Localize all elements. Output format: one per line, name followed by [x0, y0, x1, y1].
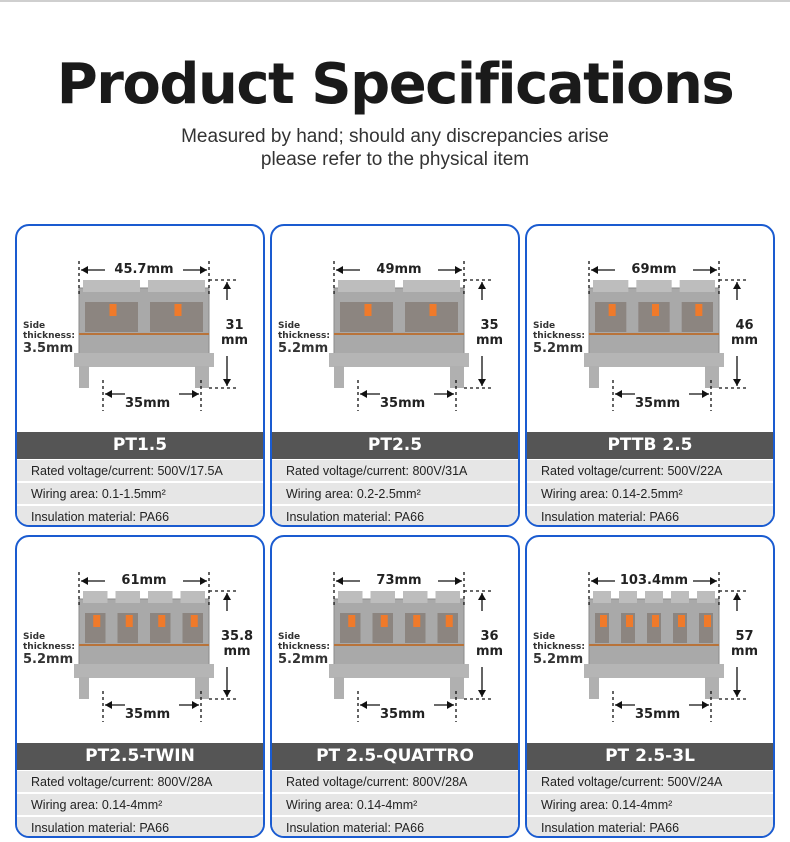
side-thickness-label: Side thickness:	[278, 321, 330, 341]
width-dimension: 49mm	[376, 262, 422, 277]
page-title: Product Specifications	[56, 52, 735, 117]
terminal-block-diagram	[74, 572, 239, 722]
side-thickness: Side thickness:5.2mm	[533, 632, 585, 667]
side-thickness-label: Side thickness:	[533, 321, 585, 341]
spec-wiring-area: Wiring area: 0.14-2.5mm²	[527, 482, 773, 504]
top-divider	[0, 0, 790, 2]
height-unit: mm	[476, 644, 504, 659]
spec-wiring-area: Wiring area: 0.14-4mm²	[17, 793, 263, 815]
base-dimension: 35mm	[125, 707, 171, 722]
side-thickness-value: 5.2mm	[23, 652, 74, 667]
side-thickness: Side thickness:5.2mm	[278, 321, 330, 356]
side-thickness-label: Side thickness:	[533, 632, 585, 652]
spec-voltage: Rated voltage/current: 500V/17.5A	[17, 459, 263, 481]
spec-wiring-area: Wiring area: 0.14-4mm²	[527, 793, 773, 815]
height-unit: mm	[221, 333, 249, 348]
side-thickness-value: 5.2mm	[278, 652, 329, 667]
height-value: 35	[480, 318, 499, 333]
side-thickness-value: 5.2mm	[278, 341, 329, 356]
terminal-block-diagram	[329, 572, 494, 722]
width-dimension: 73mm	[376, 573, 422, 588]
width-dimension: 61mm	[121, 573, 167, 588]
side-thickness: Side thickness:5.2mm	[23, 632, 75, 667]
base-dimension: 35mm	[380, 707, 426, 722]
product-name: PTTB 2.5	[527, 432, 773, 459]
width-dimension: 103.4mm	[619, 573, 689, 588]
subtitle-line-1: Measured by hand; should any discrepanci…	[181, 126, 609, 147]
spec-voltage: Rated voltage/current: 500V/24A	[527, 770, 773, 792]
spec-voltage: Rated voltage/current: 800V/28A	[17, 770, 263, 792]
width-dimension: 45.7mm	[114, 262, 174, 277]
spec-wiring-area: Wiring area: 0.14-4mm²	[272, 793, 518, 815]
base-dimension: 35mm	[635, 396, 681, 411]
product-name: PT1.5	[17, 432, 263, 459]
height-unit: mm	[731, 644, 759, 659]
base-dimension: 35mm	[380, 396, 426, 411]
side-thickness-label: Side thickness:	[23, 321, 75, 341]
side-thickness-value: 3.5mm	[23, 341, 74, 356]
spec-insulation: Insulation material: PA66	[272, 816, 518, 836]
height-value: 36	[480, 629, 499, 644]
side-thickness: Side thickness:5.2mm	[533, 321, 585, 356]
spec-insulation: Insulation material: PA66	[17, 505, 263, 525]
height-unit: mm	[476, 333, 504, 348]
height-unit: mm	[223, 644, 251, 659]
height-value: 46	[735, 318, 754, 333]
product-name: PT 2.5-QUATTRO	[272, 743, 518, 770]
height-value: 31	[225, 318, 244, 333]
spec-wiring-area: Wiring area: 0.2-2.5mm²	[272, 482, 518, 504]
side-thickness-label: Side thickness:	[278, 632, 330, 652]
spec-wiring-area: Wiring area: 0.1-1.5mm²	[17, 482, 263, 504]
height-value: 57	[735, 629, 754, 644]
height-value: 35.8	[221, 629, 254, 644]
spec-insulation: Insulation material: PA66	[17, 816, 263, 836]
side-thickness: Side thickness:3.5mm	[23, 321, 75, 356]
width-dimension: 69mm	[631, 262, 677, 277]
terminal-block-diagram	[329, 261, 494, 411]
side-thickness: Side thickness:5.2mm	[278, 632, 330, 667]
spec-insulation: Insulation material: PA66	[527, 816, 773, 836]
height-unit: mm	[731, 333, 759, 348]
product-name: PT2.5-TWIN	[17, 743, 263, 770]
spec-voltage: Rated voltage/current: 800V/31A	[272, 459, 518, 481]
side-thickness-value: 5.2mm	[533, 341, 584, 356]
spec-insulation: Insulation material: PA66	[272, 505, 518, 525]
spec-voltage: Rated voltage/current: 500V/22A	[527, 459, 773, 481]
side-thickness-label: Side thickness:	[23, 632, 75, 652]
spec-voltage: Rated voltage/current: 800V/28A	[272, 770, 518, 792]
product-name: PT2.5	[272, 432, 518, 459]
subtitle-line-2: please refer to the physical item	[260, 149, 530, 170]
side-thickness-value: 5.2mm	[533, 652, 584, 667]
base-dimension: 35mm	[635, 707, 681, 722]
terminal-block-diagram	[74, 261, 239, 411]
spec-insulation: Insulation material: PA66	[527, 505, 773, 525]
terminal-block-diagram	[584, 572, 749, 722]
base-dimension: 35mm	[125, 396, 171, 411]
terminal-block-diagram	[584, 261, 749, 411]
product-name: PT 2.5-3L	[527, 743, 773, 770]
